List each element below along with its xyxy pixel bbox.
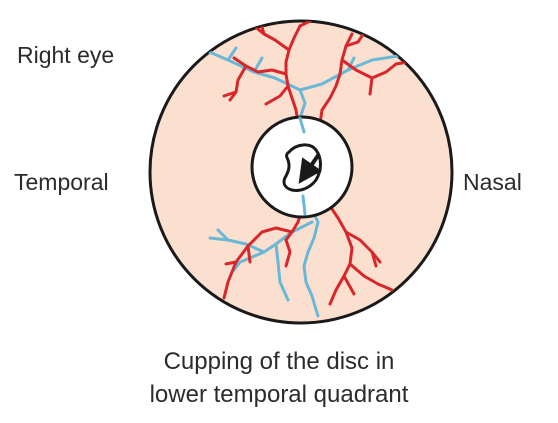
temporal-label: Temporal xyxy=(14,169,109,195)
cupping-arrow xyxy=(298,152,323,184)
caption-line-1: Cupping of the disc in xyxy=(163,348,395,375)
fundus-diagram xyxy=(148,19,454,325)
vein-disc-exit xyxy=(301,194,307,216)
eye-side-label: Right eye xyxy=(17,42,115,68)
caption-line-2: lower temporal quadrant xyxy=(149,381,409,408)
nasal-label: Nasal xyxy=(463,169,522,195)
vein-disc-entry xyxy=(298,116,306,134)
